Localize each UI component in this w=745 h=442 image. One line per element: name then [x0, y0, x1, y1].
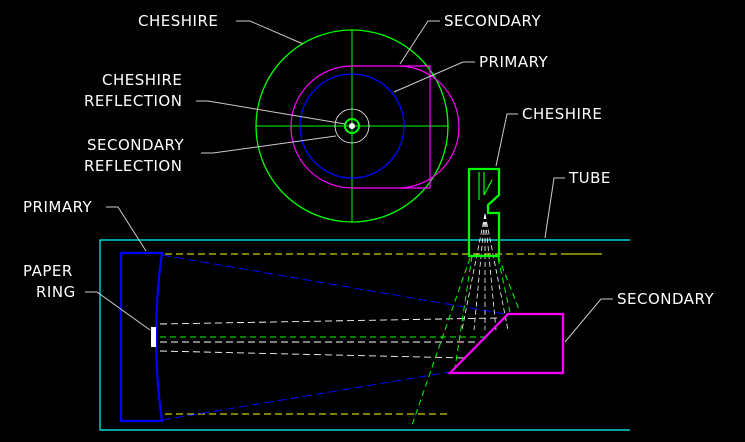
label-secondary-reflection-1: SECONDARY	[87, 136, 185, 154]
secondary-reflection-circle	[334, 108, 370, 144]
leader-secondary-side	[564, 298, 613, 343]
leader-cheshire-side	[495, 113, 518, 167]
cheshire-cone	[461, 213, 509, 331]
primary-mirror-circle	[299, 73, 405, 179]
paper-ring	[151, 327, 156, 347]
label-secondary-reflection-2: REFLECTION	[84, 157, 182, 175]
label-cheshire-top: CHESHIRE	[138, 12, 218, 30]
light-path-white	[159, 317, 499, 359]
label-primary-top: PRIMARY	[479, 53, 549, 71]
side-view	[99, 167, 630, 431]
label-cheshire-side: CHESHIRE	[522, 105, 602, 123]
label-secondary-side: SECONDARY	[617, 290, 715, 308]
leader-cheshire-top	[236, 20, 304, 45]
leader-primary-side	[106, 206, 147, 252]
label-paper-ring-1: PAPER	[23, 262, 73, 280]
tube-outline	[99, 239, 630, 431]
secondary-mirror	[447, 312, 565, 375]
cheshire-reflection-inner	[349, 123, 355, 129]
eyepiece-view	[255, 29, 460, 223]
label-primary-side: PRIMARY	[23, 198, 93, 216]
eyepiece-labels: CHESHIRE SECONDARY PRIMARY CHESHIRE REFL…	[84, 12, 549, 175]
leader-primary-top	[393, 61, 475, 93]
secondary-mirror-outline	[290, 65, 460, 189]
label-cheshire-reflection-1: CHESHIRE	[102, 71, 182, 89]
label-cheshire-reflection-2: REFLECTION	[84, 92, 182, 110]
label-paper-ring-2: RING	[36, 283, 76, 301]
leader-secondary-reflection	[201, 135, 337, 154]
primary-mirror	[119, 251, 164, 423]
cheshire-eyepiece	[467, 167, 501, 258]
label-tube: TUBE	[568, 169, 611, 187]
label-secondary-top: SECONDARY	[444, 12, 542, 30]
leader-paper-ring	[85, 291, 151, 331]
cheshire-reflection-outer	[344, 118, 360, 134]
light-path-green	[160, 255, 521, 426]
leader-secondary-top	[399, 20, 440, 65]
light-path-blue	[161, 254, 506, 421]
leader-tube	[544, 177, 565, 239]
side-labels: CHESHIRE TUBE PRIMARY PAPER RING SECONDA…	[23, 105, 715, 343]
leader-cheshire-reflection	[196, 100, 346, 125]
light-path-yellow	[165, 253, 602, 415]
